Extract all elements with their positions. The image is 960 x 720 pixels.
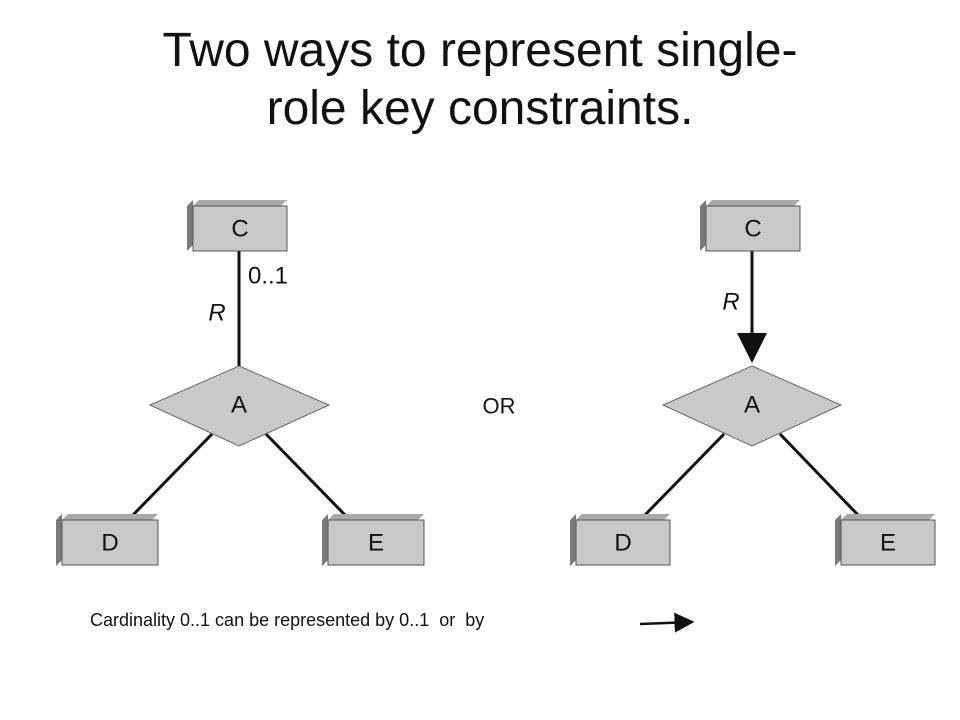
caption-arrow-icon — [639, 612, 695, 633]
right-entity-e: E — [835, 514, 936, 566]
left-entity-e: E — [322, 514, 425, 566]
right-relationship-a-label: A — [744, 392, 760, 419]
right-relationship-a: A — [661, 365, 843, 447]
left-entity-e-label: E — [368, 530, 384, 557]
right-entity-c-label: C — [744, 216, 761, 243]
right-entity-c: C — [700, 200, 801, 252]
left-role-label: R — [208, 300, 225, 327]
slide-title-line-2: role key constraints. — [266, 82, 694, 135]
right-role-label: R — [722, 289, 739, 316]
left-entity-c-label: C — [231, 216, 248, 243]
right-entity-d-label: D — [614, 530, 631, 557]
caption-text: Cardinality 0..1 can be represented by 0… — [90, 610, 485, 630]
left-relationship-a: A — [148, 365, 331, 447]
left-line-a-to-d — [131, 432, 214, 517]
right-entity-e-label: E — [880, 530, 896, 557]
left-entity-d: D — [56, 514, 159, 566]
left-cardinality-label: 0..1 — [248, 263, 288, 290]
left-line-a-to-e — [264, 432, 347, 517]
slide-title-line-1: Two ways to represent single- — [162, 24, 798, 77]
slide-title: Two ways to represent single- role key c… — [0, 22, 960, 138]
left-relationship-a-label: A — [231, 392, 247, 419]
left-diagram: C A D E 0..1 R — [56, 200, 425, 566]
or-separator: OR — [483, 394, 516, 419]
right-line-a-to-e — [778, 432, 860, 517]
right-entity-d: D — [570, 514, 671, 566]
right-diagram: C A D E R — [570, 200, 936, 566]
right-line-a-to-d — [643, 432, 726, 517]
left-entity-d-label: D — [101, 530, 118, 557]
left-entity-c: C — [187, 200, 288, 252]
